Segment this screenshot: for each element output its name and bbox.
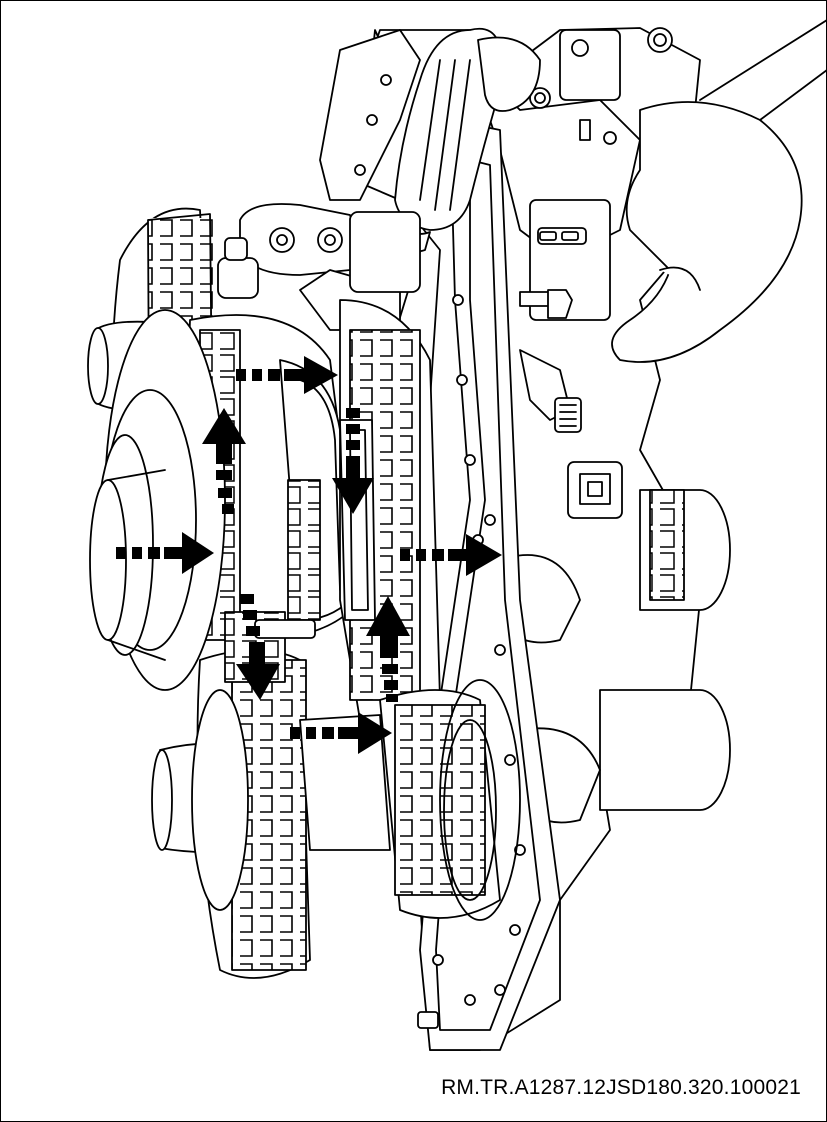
gear-train-illustration [87, 19, 827, 1051]
arrow-6 [236, 594, 280, 700]
arrow-4 [116, 532, 214, 574]
arrow-8 [290, 712, 392, 754]
lower-center-gear [299, 679, 521, 921]
lower-left-gear [151, 611, 316, 979]
arrow-2 [332, 408, 374, 514]
arrow-7 [366, 596, 410, 702]
middle-gear [339, 299, 441, 728]
arrow-1 [236, 356, 338, 394]
crank-hub [89, 309, 361, 691]
idler-bracket [217, 203, 421, 331]
bracket-arm [319, 29, 421, 201]
figure-reference-code: RM.TR.A1287.12JSD180.320.100021 [441, 1076, 801, 1099]
hand [611, 19, 827, 363]
direction-arrows [116, 356, 502, 754]
arrow-5 [400, 534, 502, 576]
arrow-3 [202, 408, 246, 514]
